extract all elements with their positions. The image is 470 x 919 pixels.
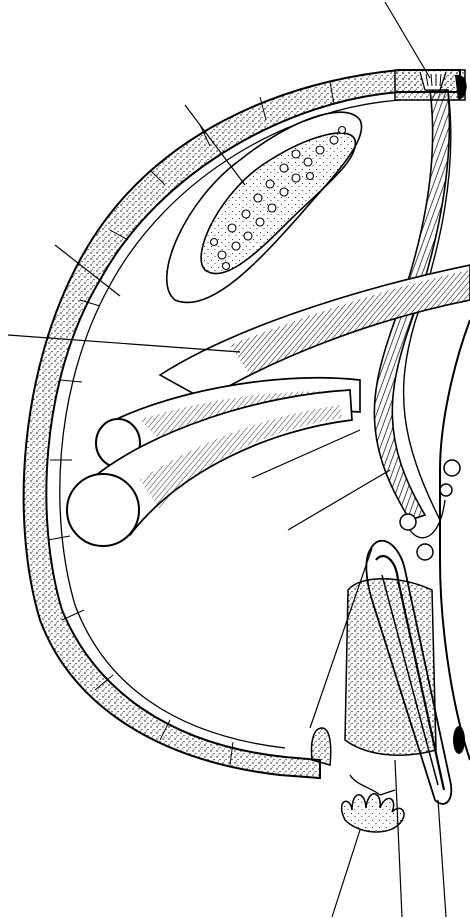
top-pore bbox=[395, 70, 467, 100]
leader-line bbox=[288, 470, 390, 530]
leader-line bbox=[332, 830, 360, 917]
wall-lobe bbox=[311, 728, 330, 765]
leader-line bbox=[438, 800, 446, 917]
right-wall bbox=[440, 320, 470, 760]
lower-sac bbox=[345, 541, 465, 804]
leader-line bbox=[395, 760, 402, 917]
frilled-organ bbox=[342, 775, 404, 832]
leader-line bbox=[385, 2, 430, 78]
